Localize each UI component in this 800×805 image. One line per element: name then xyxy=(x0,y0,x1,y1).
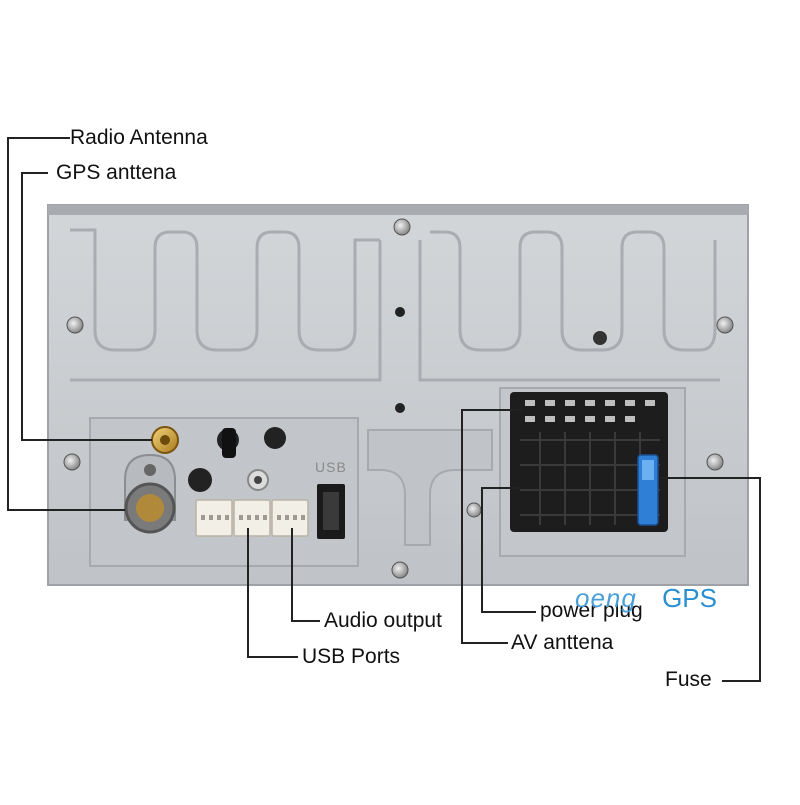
label-gps-antenna: GPS anttena xyxy=(56,161,177,184)
watermark-part2: GPS xyxy=(662,583,717,613)
leader-lines xyxy=(7,137,761,682)
black-cable-stub xyxy=(222,428,236,458)
chassis-top-edge xyxy=(48,205,748,215)
label-av-antenna: AV anttena xyxy=(511,631,614,654)
screws xyxy=(63,218,734,579)
iso-grid xyxy=(520,432,660,525)
hole-upper-2 xyxy=(264,427,286,449)
heatsink-grooves xyxy=(70,228,720,382)
header-connectors xyxy=(195,499,309,537)
label-radio-antenna: Radio Antenna xyxy=(70,126,208,149)
watermark: oeng GPS xyxy=(575,583,717,614)
iso-pins-top xyxy=(525,400,655,422)
label-power-plug: power plug xyxy=(540,599,643,622)
label-fuse: Fuse xyxy=(665,668,712,691)
label-usb-ports: USB Ports xyxy=(302,645,401,668)
label-audio-output: Audio output xyxy=(324,609,442,632)
fuse-tab xyxy=(642,460,654,480)
panel-usb-print: USB xyxy=(315,459,347,475)
watermark-part1: oeng xyxy=(575,583,637,613)
hole-lower-1 xyxy=(188,468,212,492)
